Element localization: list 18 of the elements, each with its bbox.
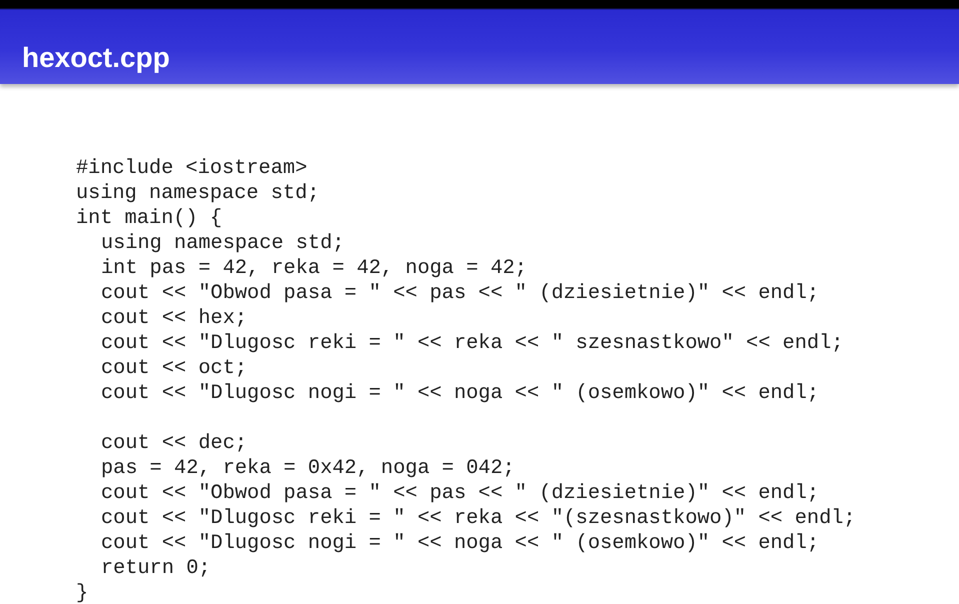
- code-line: cout << "Obwod pasa = " << pas << " (dziesietnie)" << endl;: [101, 282, 820, 306]
- code-line: cout << oct;: [101, 357, 248, 381]
- code-line: cout << "Dlugosc reki = " << reka << " szesnastkowo" << endl;: [101, 332, 844, 356]
- code-line: cout << "Dlugosc nogi = " << noga << " (osemkowo)" << endl;: [101, 382, 820, 406]
- code-line: cout << dec;: [101, 432, 248, 456]
- code-line: using namespace std;: [101, 232, 344, 256]
- code-line: return 0;: [101, 557, 211, 581]
- code-line: #include <iostream>: [76, 157, 308, 181]
- slide-title: hexoct.cpp: [22, 42, 170, 74]
- code-line: cout << "Dlugosc reki = " << reka << "(szesnastkowo)" << endl;: [101, 507, 856, 531]
- code-line: pas = 42, reka = 0x42, noga = 042;: [101, 457, 515, 481]
- code-line: cout << "Dlugosc nogi = " << noga << " (osemkowo)" << endl;: [101, 532, 820, 556]
- code-line: cout << hex;: [101, 307, 248, 331]
- code-line: int pas = 42, reka = 42, noga = 42;: [101, 257, 527, 281]
- code-line: using namespace std;: [76, 182, 320, 206]
- code-line: cout << "Obwod pasa = " << pas << " (dziesietnie)" << endl;: [101, 482, 820, 506]
- code-line: }: [76, 582, 88, 604]
- code-line: int main() {: [76, 207, 222, 231]
